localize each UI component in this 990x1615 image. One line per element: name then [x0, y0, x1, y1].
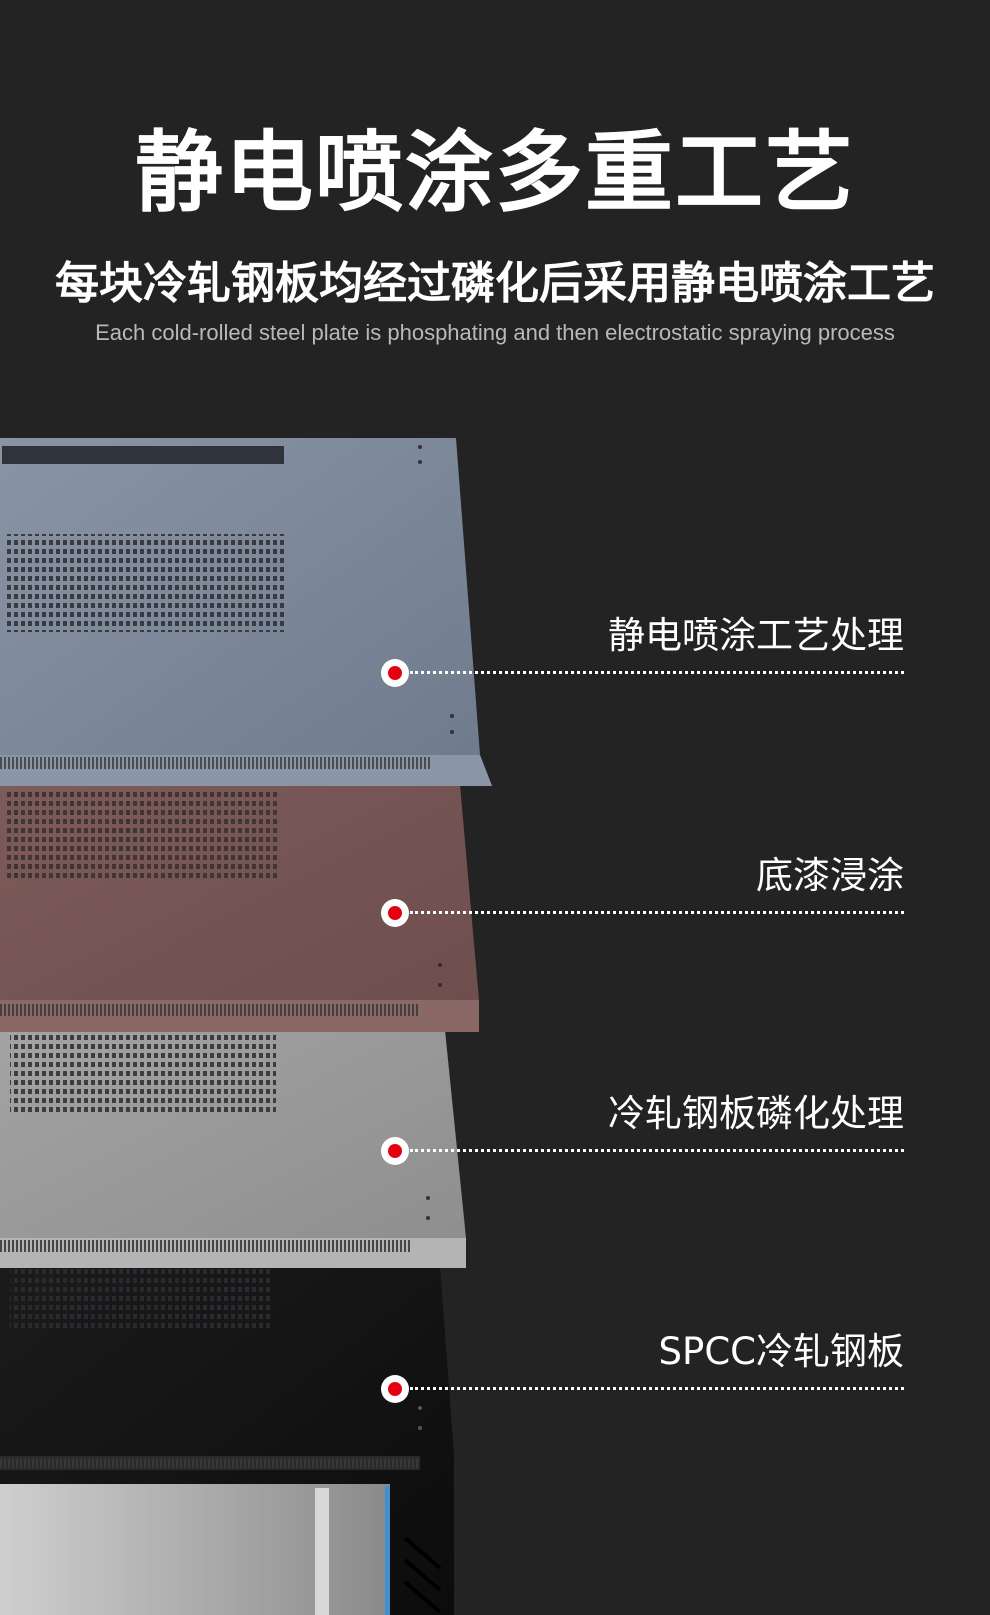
- callout-marker-primer: [381, 899, 409, 927]
- phosphated-steel-layer: [0, 1030, 466, 1268]
- callout-marker-spcc: [381, 1375, 409, 1403]
- page-title: 静电喷涂多重工艺: [134, 121, 855, 224]
- layer-label-primer: 底漆浸涂: [756, 854, 904, 897]
- callout-line-electrostatic: [410, 671, 904, 674]
- callout-line-phosphating: [410, 1149, 904, 1152]
- spcc-steel-layer: [0, 1265, 454, 1615]
- primer-layer: [0, 785, 479, 1032]
- layer-label-phosphating: 冷轧钢板磷化处理: [608, 1092, 904, 1135]
- page-subtitle-en: Each cold-rolled steel plate is phosphat…: [95, 320, 895, 345]
- callout-line-primer: [410, 911, 904, 914]
- callout-line-spcc: [410, 1387, 904, 1390]
- layer-label-spcc: SPCC冷轧钢板: [658, 1330, 904, 1373]
- callout-marker-electrostatic: [381, 659, 409, 687]
- page-subtitle: 每块冷轧钢板均经过磷化后采用静电喷涂工艺: [55, 258, 935, 309]
- electrostatic-coating-layer: [0, 438, 492, 786]
- callout-marker-phosphating: [381, 1137, 409, 1165]
- layer-label-electrostatic: 静电喷涂工艺处理: [608, 614, 904, 657]
